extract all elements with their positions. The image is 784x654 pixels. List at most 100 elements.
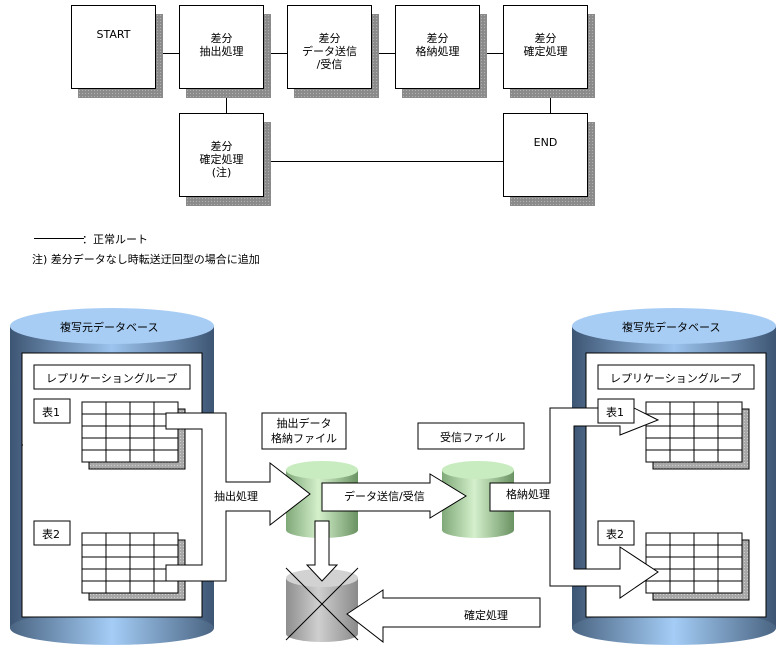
flow-box-end: END bbox=[503, 113, 588, 197]
source-table1-label: 表1 bbox=[42, 406, 60, 419]
table-cell bbox=[81, 568, 107, 582]
table-cell bbox=[717, 544, 743, 558]
flow-connector bbox=[371, 53, 395, 54]
flow-box-text: 差分 bbox=[426, 32, 449, 45]
table-cell bbox=[153, 437, 179, 451]
flow-box-diff-confirm-note: 差分 確定処理 (注) bbox=[179, 113, 264, 197]
table-cell bbox=[81, 449, 107, 463]
table-cell bbox=[81, 580, 107, 594]
extract-file-label-line: 格納ファイル bbox=[271, 432, 337, 445]
flow-box-text: (注) bbox=[211, 166, 232, 179]
target-group-label: レプリケーショングループ bbox=[610, 372, 742, 385]
table-cell bbox=[129, 413, 155, 427]
table-cell bbox=[669, 580, 695, 594]
table-cell bbox=[105, 449, 131, 463]
table-cell bbox=[105, 437, 131, 451]
table-cell bbox=[81, 425, 107, 439]
target-table1-label-box bbox=[597, 398, 635, 424]
store-arrow-label: 格納処理 bbox=[506, 488, 550, 501]
flow-box-text: END bbox=[533, 136, 558, 149]
table-cell bbox=[669, 556, 695, 570]
flow-box-text: 確定処理 bbox=[199, 153, 244, 166]
flow-box-diff-send-receive: 差分 データ送信 /受信 bbox=[287, 5, 372, 89]
flow-box-diff-confirm: 差分 確定処理 bbox=[503, 5, 588, 89]
table-cell bbox=[645, 544, 671, 558]
table-cell bbox=[153, 449, 179, 463]
table-cell bbox=[693, 568, 719, 582]
deleted-file-cylinder bbox=[285, 567, 359, 642]
flow-box-text: データ送信 bbox=[302, 45, 357, 58]
table-cell bbox=[717, 532, 743, 546]
table-cell bbox=[693, 425, 719, 439]
table-cell bbox=[153, 544, 179, 558]
flow-box-text: 確定処理 bbox=[523, 45, 568, 58]
target-table2-grid bbox=[645, 532, 750, 601]
table-cell bbox=[717, 568, 743, 582]
table-cell bbox=[105, 580, 131, 594]
flow-connector bbox=[479, 53, 503, 54]
confirm-arrow bbox=[346, 589, 541, 644]
flow-box-diff-store: 差分 格納処理 bbox=[395, 5, 480, 89]
table-cell bbox=[129, 568, 155, 582]
table-cell bbox=[717, 413, 743, 427]
flow-box-start: START bbox=[71, 5, 156, 89]
transfer-arrow bbox=[321, 473, 467, 519]
extract-file-label: 抽出データ 格納ファイル bbox=[262, 413, 346, 449]
target-table2-label-box bbox=[597, 520, 635, 546]
table-cell bbox=[81, 532, 107, 546]
source-table2-label-box bbox=[33, 520, 71, 546]
table-cell bbox=[669, 449, 695, 463]
table-cell bbox=[645, 532, 671, 546]
table-cell bbox=[669, 413, 695, 427]
table-cell bbox=[717, 401, 743, 415]
table-cell bbox=[645, 401, 671, 415]
table-cell bbox=[129, 556, 155, 570]
extract-file-label-line: 抽出データ bbox=[276, 417, 332, 430]
table-cell bbox=[693, 556, 719, 570]
target-table1-grid bbox=[645, 401, 750, 470]
table-cell bbox=[669, 544, 695, 558]
delete-down-arrow bbox=[305, 520, 339, 582]
table-cell bbox=[129, 532, 155, 546]
table-cell bbox=[153, 401, 179, 415]
table-cell bbox=[693, 449, 719, 463]
table-cell bbox=[105, 556, 131, 570]
table-cell bbox=[693, 437, 719, 451]
legend-line-sample bbox=[34, 238, 84, 239]
source-table2-grid bbox=[81, 532, 186, 601]
target-group-label-box bbox=[597, 364, 755, 390]
flow-box-diff-extract: 差分 抽出処理 bbox=[179, 5, 264, 89]
flow-box-text: 格納処理 bbox=[415, 45, 460, 58]
table-cell bbox=[717, 449, 743, 463]
table-cell bbox=[669, 425, 695, 439]
flow-connector bbox=[263, 161, 503, 162]
table-cell bbox=[129, 580, 155, 594]
table-cell bbox=[81, 401, 107, 415]
table-cell bbox=[105, 544, 131, 558]
flow-box-text: 差分 bbox=[210, 140, 233, 153]
table-cell bbox=[153, 532, 179, 546]
table-cell bbox=[645, 437, 671, 451]
table-cell bbox=[105, 532, 131, 546]
table-cell bbox=[669, 437, 695, 451]
source-db-title: 複写元データベース bbox=[60, 321, 159, 334]
source-table1-grid bbox=[81, 401, 186, 470]
table-cell bbox=[81, 437, 107, 451]
table-cell bbox=[693, 544, 719, 558]
table-cell bbox=[81, 556, 107, 570]
source-table2-label: 表2 bbox=[42, 528, 60, 541]
table-cell bbox=[645, 449, 671, 463]
table-cell bbox=[129, 544, 155, 558]
transfer-arrow-label: データ送信/受信 bbox=[344, 490, 425, 503]
flow-box-text: /受信 bbox=[316, 58, 343, 71]
table-cell bbox=[717, 580, 743, 594]
flow-connector bbox=[550, 96, 551, 114]
table-cell bbox=[153, 580, 179, 594]
table-cell bbox=[669, 568, 695, 582]
table-cell bbox=[129, 425, 155, 439]
flow-connector bbox=[155, 53, 179, 54]
confirm-arrow-label: 確定処理 bbox=[464, 609, 508, 622]
receive-file-label-box bbox=[417, 422, 525, 450]
table-cell bbox=[693, 413, 719, 427]
target-table1-label: 表1 bbox=[606, 406, 624, 419]
